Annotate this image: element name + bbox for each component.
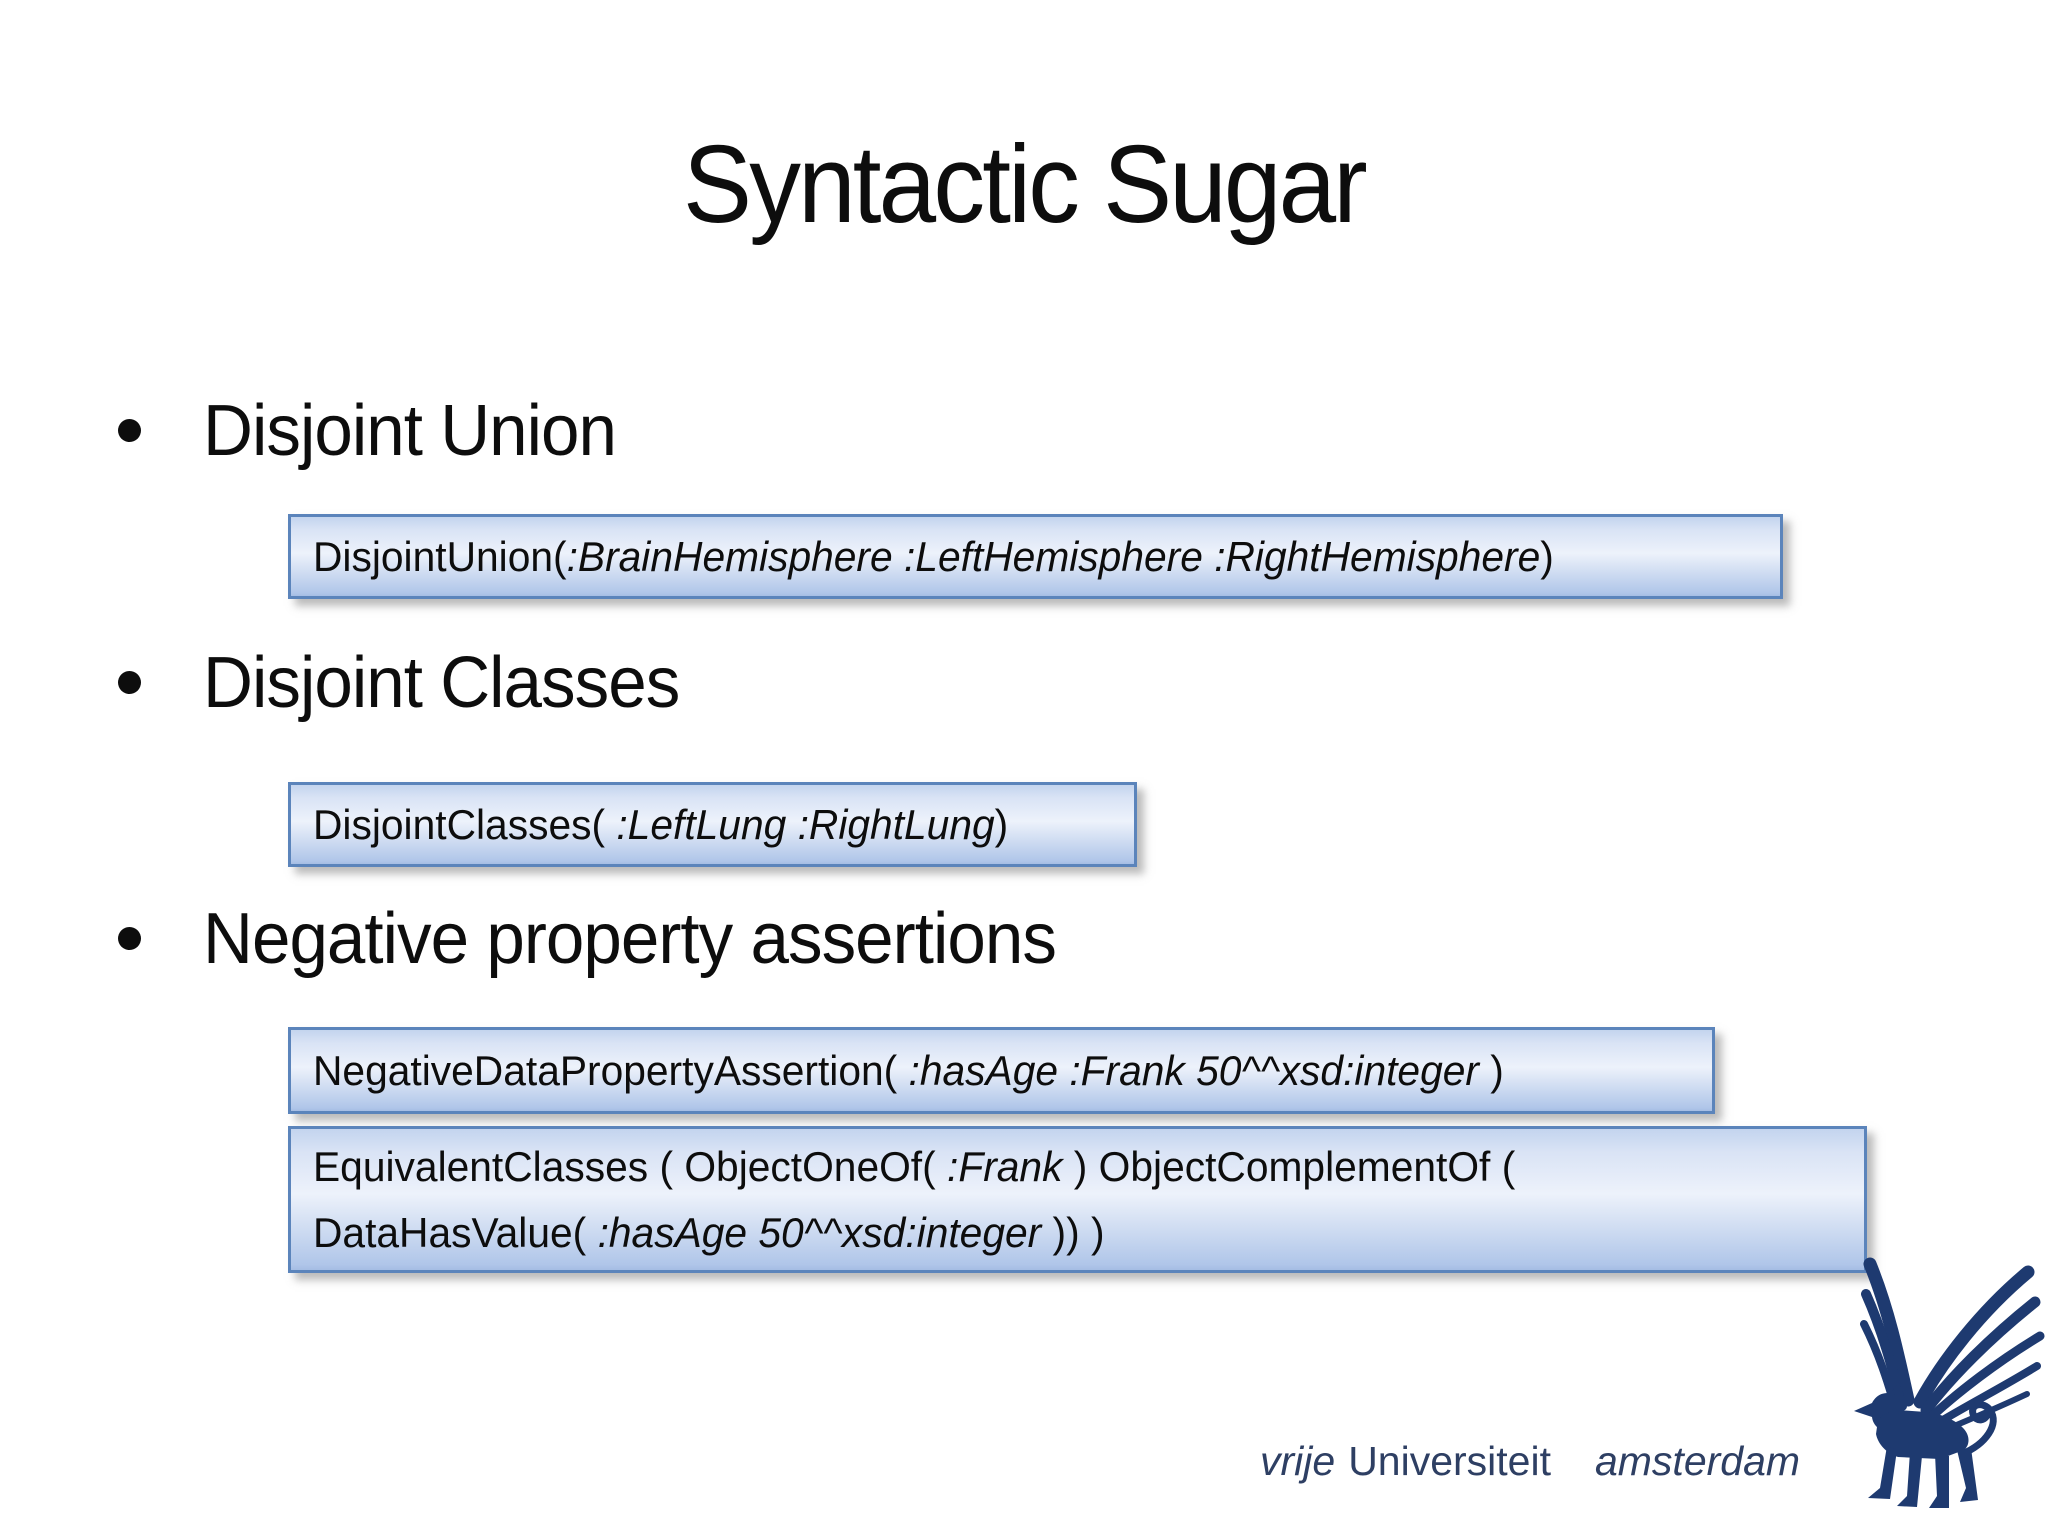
code-segment: DisjointClasses( — [313, 800, 617, 848]
bullet-marker — [118, 671, 141, 694]
bullet-item-negative-property-assertions: Negative property assertions — [118, 899, 1091, 979]
bullet-item-disjoint-classes: Disjoint Classes — [118, 643, 699, 723]
code-line: EquivalentClasses ( ObjectOneOf( :Frank … — [313, 1134, 1817, 1200]
code-segment: ) ObjectComplementOf ( — [1062, 1142, 1516, 1190]
logo-word-amsterdam: amsterdam — [1594, 1438, 1801, 1484]
code-segment-italic: :BrainHemisphere :LeftHemisphere :RightH… — [566, 532, 1541, 580]
code-box-equivalent-classes: EquivalentClasses ( ObjectOneOf( :Frank … — [288, 1126, 1867, 1273]
code-segment: )) ) — [1041, 1208, 1105, 1256]
bullet-marker — [118, 419, 141, 442]
code-segment-italic: :LeftLung :RightLung — [616, 800, 995, 848]
vu-griffin-icon — [1854, 1257, 2045, 1508]
code-segment: ) — [1478, 1046, 1504, 1094]
code-box-disjoint-classes: DisjointClasses( :LeftLung :RightLung) — [288, 782, 1137, 867]
bullet-marker — [118, 927, 141, 950]
code-segment: EquivalentClasses ( ObjectOneOf( — [313, 1142, 948, 1190]
bullet-label: Disjoint Union — [203, 391, 617, 471]
code-segment: ) — [1540, 532, 1554, 580]
code-line: DataHasValue( :hasAge 50^^xsd:integer ))… — [313, 1200, 1817, 1266]
code-line: DisjointUnion(:BrainHemisphere :LeftHemi… — [313, 524, 1736, 590]
code-box-disjoint-union: DisjointUnion(:BrainHemisphere :LeftHemi… — [288, 514, 1783, 599]
code-segment-italic: :hasAge :Frank 50^^xsd:integer — [908, 1046, 1479, 1094]
code-line: DisjointClasses( :LeftLung :RightLung) — [313, 792, 1109, 858]
code-segment: NegativeDataPropertyAssertion( — [313, 1046, 909, 1094]
code-segment: ) — [994, 800, 1009, 848]
logo-word-universiteit: Universiteit — [1348, 1438, 1551, 1484]
bullet-label: Disjoint Classes — [203, 643, 680, 723]
code-segment-italic: :hasAge 50^^xsd:integer — [597, 1208, 1042, 1256]
code-segment: DataHasValue( — [313, 1208, 598, 1256]
vu-logo-wordmark: vrije Universiteit amsterdam — [1260, 1438, 1800, 1485]
bullet-item-disjoint-union: Disjoint Union — [118, 391, 633, 471]
code-segment-italic: :Frank — [947, 1142, 1063, 1190]
code-box-negative-data-property-assertion: NegativeDataPropertyAssertion( :hasAge :… — [288, 1027, 1715, 1114]
bullet-label: Negative property assertions — [203, 899, 1057, 979]
code-segment: DisjointUnion( — [313, 532, 567, 580]
slide-title: Syntactic Sugar — [683, 123, 1368, 246]
logo-word-vrije: vrije — [1260, 1438, 1336, 1484]
code-line: NegativeDataPropertyAssertion( :hasAge :… — [313, 1038, 1670, 1104]
